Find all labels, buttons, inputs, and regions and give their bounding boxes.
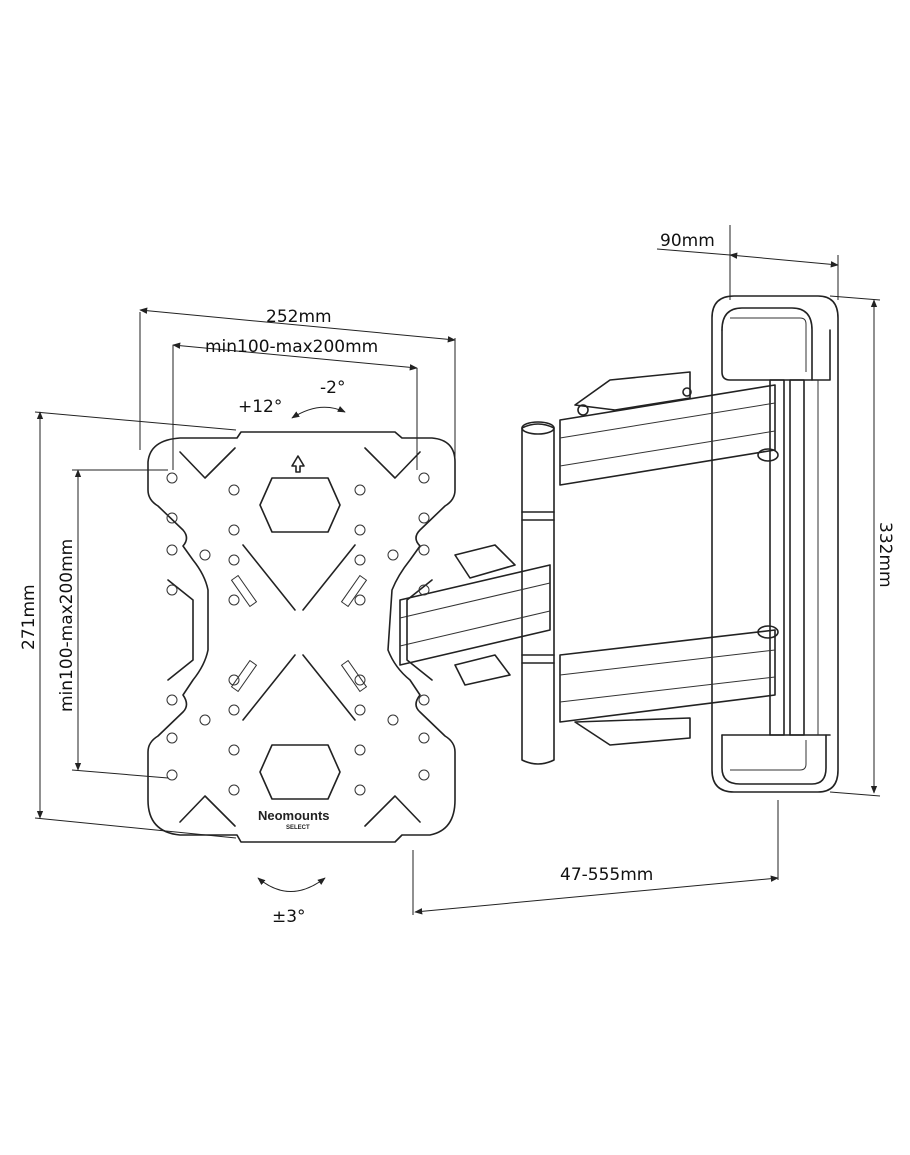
mounting-hole xyxy=(228,784,240,796)
mounting-hole xyxy=(166,544,178,556)
mounting-hole xyxy=(418,512,430,524)
wall-plate-height-label: 332mm xyxy=(875,522,895,588)
mounting-hole xyxy=(354,704,366,716)
mounting-hole xyxy=(418,544,430,556)
plate-width-label: 252mm xyxy=(266,307,332,327)
mounting-hole xyxy=(166,769,178,781)
mounting-hole xyxy=(418,732,430,744)
mounting-hole xyxy=(354,594,366,606)
mounting-hole xyxy=(228,484,240,496)
mounting-holes xyxy=(166,472,430,796)
mounting-hole xyxy=(166,694,178,706)
mounting-hole xyxy=(166,732,178,744)
mounting-hole xyxy=(199,714,211,726)
mounting-hole xyxy=(228,674,240,686)
mounting-hole xyxy=(354,484,366,496)
wall-plate xyxy=(711,295,839,793)
vesa-vertical-label: min100-max200mm xyxy=(57,539,77,712)
mounting-hole xyxy=(418,472,430,484)
mounting-hole xyxy=(228,704,240,716)
mounting-hole xyxy=(354,524,366,536)
tilt-down-label: -2° xyxy=(320,378,345,398)
vesa-horizontal-label: min100-max200mm xyxy=(205,337,378,357)
mounting-hole xyxy=(228,524,240,536)
mounting-hole xyxy=(166,584,178,596)
mounting-hole xyxy=(354,744,366,756)
arm-assembly xyxy=(399,371,779,765)
mounting-hole xyxy=(228,744,240,756)
mounting-hole xyxy=(387,714,399,726)
mounting-hole xyxy=(166,472,178,484)
mounting-hole xyxy=(166,512,178,524)
mounting-hole xyxy=(387,549,399,561)
mounting-hole xyxy=(199,549,211,561)
tilt-up-label: +12° xyxy=(238,397,282,417)
angle-arrows xyxy=(257,406,346,892)
mounting-hole xyxy=(354,784,366,796)
brand-logo: Neomounts xyxy=(258,808,330,823)
rotation-label: ±3° xyxy=(272,907,306,927)
brand-sub: SELECT xyxy=(286,825,310,831)
wall-plate-depth-label: 90mm xyxy=(660,231,715,251)
mounting-hole xyxy=(418,694,430,706)
mounting-hole xyxy=(354,554,366,566)
mounting-hole xyxy=(354,674,366,686)
mounting-hole xyxy=(228,594,240,606)
mounting-hole xyxy=(418,584,430,596)
arm-extension-label: 47-555mm xyxy=(560,865,653,885)
mounting-hole xyxy=(418,769,430,781)
plate-height-label: 271mm xyxy=(19,584,39,650)
mounting-hole xyxy=(228,554,240,566)
vesa-plate xyxy=(147,431,456,843)
dimension-lines xyxy=(34,225,881,915)
